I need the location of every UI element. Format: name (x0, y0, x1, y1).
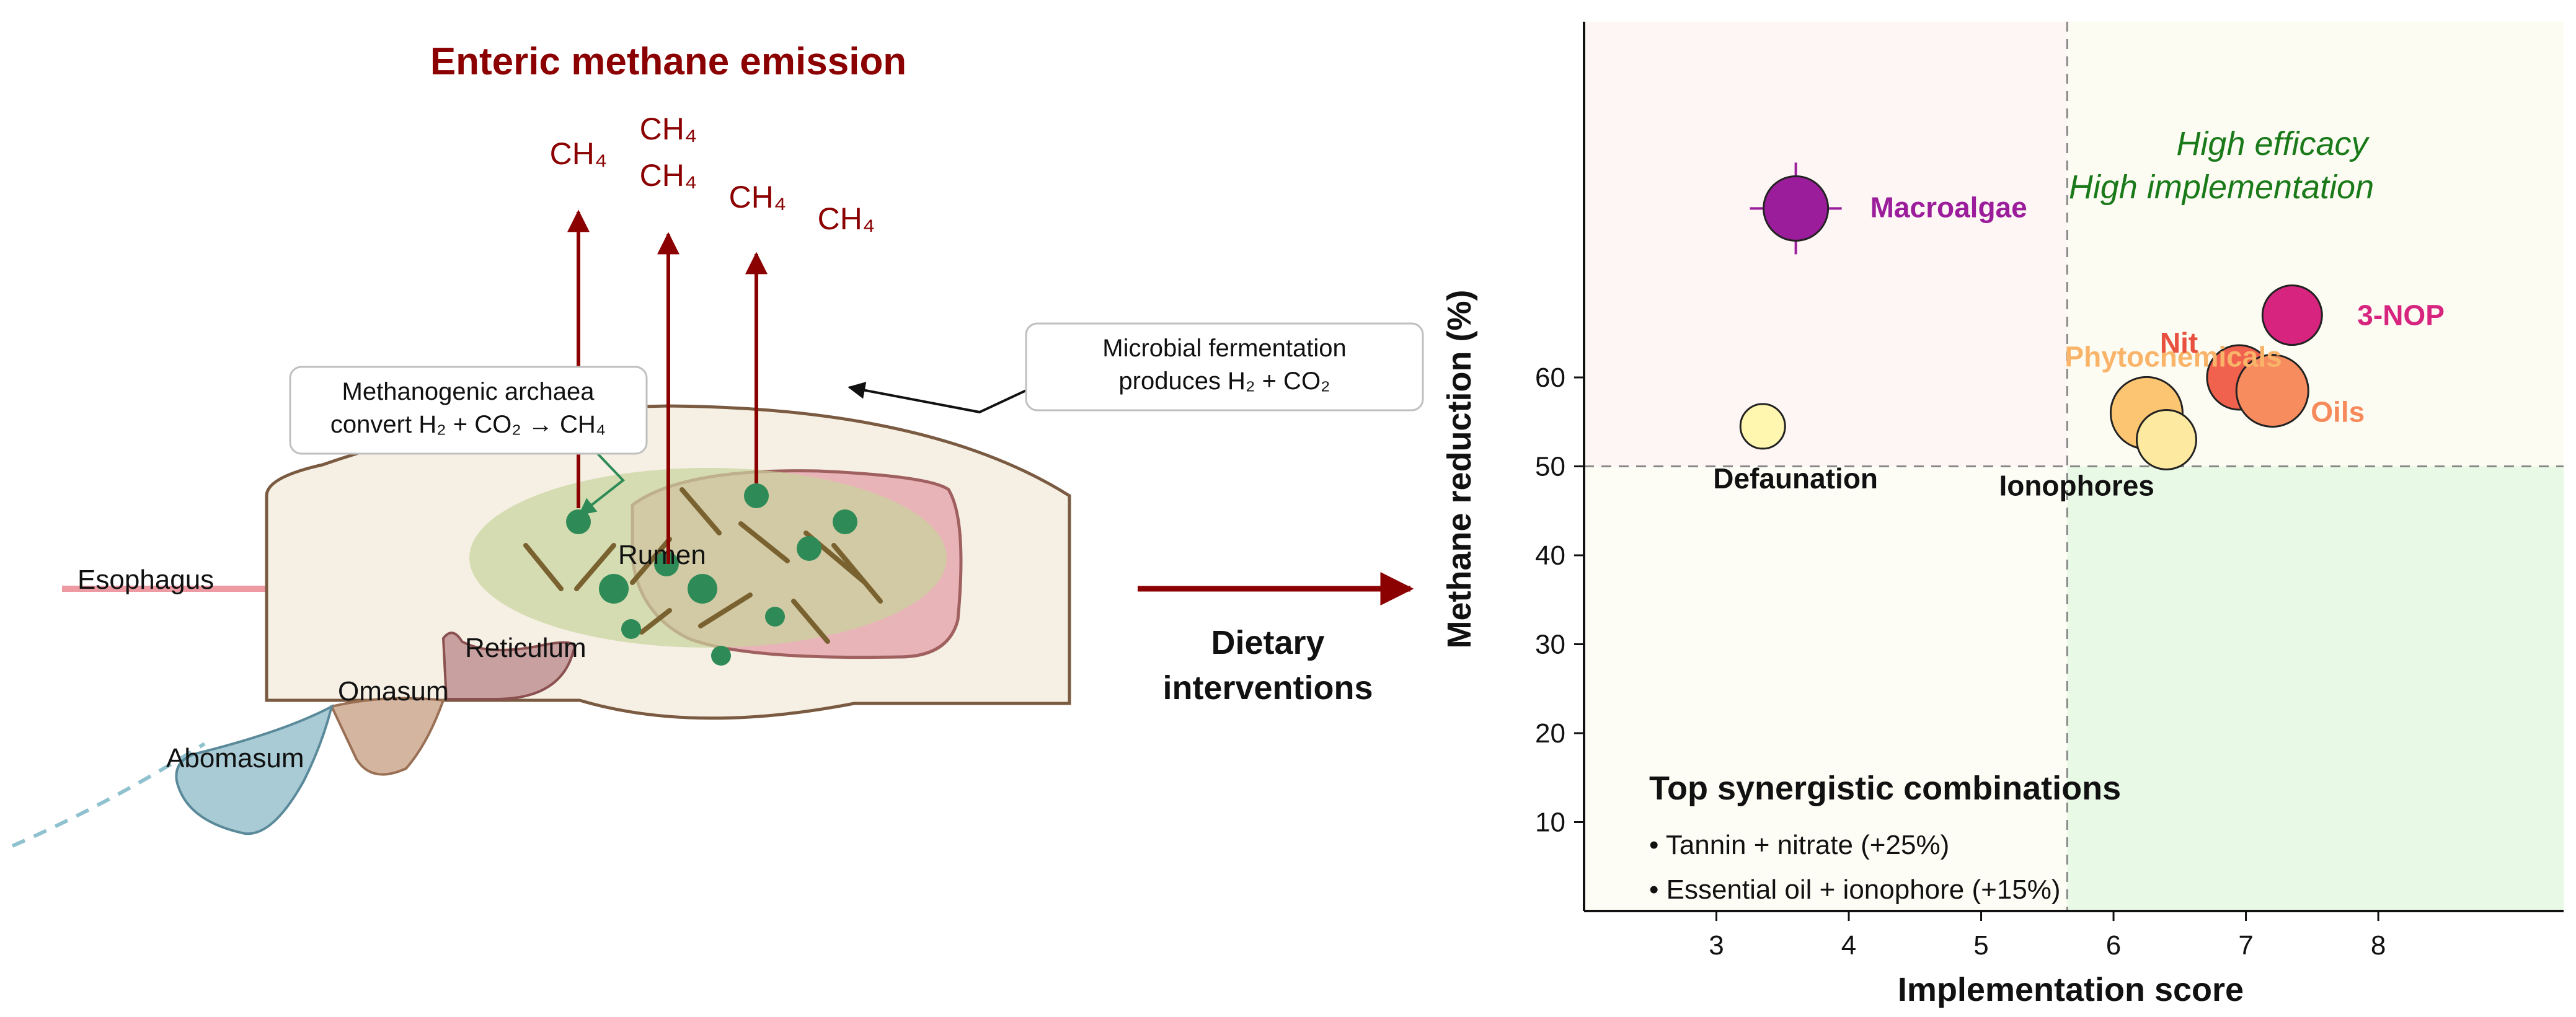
chart-quadrants (1584, 22, 2564, 911)
data-point (1763, 175, 1830, 242)
ch4-label: CH₄ (729, 180, 787, 214)
ch4-label: CH₄ (640, 158, 697, 193)
y-tick-label: 20 (1535, 718, 1565, 749)
y-tick-label: 10 (1535, 808, 1565, 838)
label-reticulum: Reticulum (465, 633, 586, 663)
threshold-lines (1584, 22, 2564, 911)
data-points (1739, 162, 2323, 470)
label-rumen: Rumen (618, 540, 706, 570)
rumen-diagram: Enteric methane emission (11, 40, 1424, 848)
intervention-label-line1: Dietary (1211, 624, 1324, 661)
data-point (2235, 354, 2309, 428)
abomasum (175, 704, 334, 835)
y-axis-ticks: 10 20 30 40 50 60 (1535, 363, 1584, 838)
ch4-label: CH₄ (550, 136, 608, 171)
quadrant-upper-left (1584, 22, 2068, 467)
callout-archaea-box (289, 366, 648, 455)
data-point (1739, 403, 1786, 450)
combinations-box: Top synergistic combinations • Tannin + … (1649, 770, 2121, 905)
callout-fermentation-line2: produces H₂ + CO₂ (1118, 368, 1330, 395)
intestine-line (11, 742, 206, 848)
label-esophagus: Esophagus (77, 565, 214, 595)
combination-item: • Essential oil + ionophore (+15%) (1649, 874, 2061, 905)
point-label: 3-NOP (2357, 299, 2445, 332)
ch4-label: CH₄ (818, 201, 875, 236)
y-tick-label: 60 (1535, 363, 1565, 393)
y-tick-label: 40 (1535, 540, 1565, 571)
x-tick-label: 7 (2238, 930, 2253, 961)
x-axis-ticks: 3 4 5 6 7 8 (1709, 911, 2386, 961)
point-label: Defaunation (1713, 462, 1878, 495)
combinations-title: Top synergistic combinations (1649, 770, 2121, 807)
callout-fermentation-box (1025, 322, 1424, 412)
x-axis-label: Implementation score (1898, 971, 2244, 1008)
methane-arrows (567, 209, 768, 564)
diagram-title: Enteric methane emission (430, 40, 906, 83)
quadrant-label-line2: High implementation (2069, 169, 2374, 206)
label-abomasum: Abomasum (166, 743, 304, 773)
callout-fermentation-line1: Microbial fermentation (1102, 335, 1347, 362)
point-label: Macroalgae (1870, 191, 2027, 223)
data-point (2261, 284, 2323, 346)
callout-archaea-line1: Methanogenic archaea (342, 378, 595, 405)
callout-archaea: Methanogenic archaea convert H₂ + CO₂ → … (289, 366, 648, 516)
callout-fermentation: Microbial fermentation produces H₂ + CO₂ (848, 322, 1424, 414)
quadrant-lower-right (2067, 466, 2564, 911)
x-tick-label: 5 (1973, 930, 1988, 961)
intervention-label-line2: interventions (1162, 669, 1373, 707)
point-label: Ionophores (1999, 469, 2154, 501)
reticulum (441, 632, 576, 700)
point-label: Oils (2311, 396, 2365, 428)
y-tick-label: 30 (1535, 630, 1565, 660)
point-label: Nit (2160, 327, 2198, 359)
quadrant-lower-left (1584, 466, 2068, 911)
callout-archaea-line2: convert H₂ + CO₂ → CH₄ (330, 411, 606, 438)
x-tick-label: 6 (2106, 930, 2121, 961)
x-tick-label: 4 (1841, 930, 1856, 961)
label-omasum: Omasum (338, 676, 448, 707)
microbe-cells (566, 483, 857, 666)
intervention-arrow: Dietary interventions (1138, 572, 1414, 707)
x-tick-label: 8 (2371, 930, 2386, 961)
x-tick-label: 3 (1709, 930, 1724, 961)
ch4-label: CH₄ (640, 112, 697, 146)
point-label: Phytochemicals (2065, 340, 2282, 372)
scatter-chart: 3 4 5 6 7 8 10 20 30 40 50 60 MacroalgaeDefaunatio… (1441, 22, 2564, 1008)
quadrant-label-line1: High efficacy (2176, 125, 2370, 162)
callout-fermentation-pointer (848, 381, 1027, 414)
y-axis-label: Methane reduction (%) (1441, 289, 1478, 648)
data-point (2135, 408, 2197, 470)
y-tick-label: 50 (1535, 452, 1565, 482)
omasum (330, 697, 445, 776)
methane-labels: CH₄ CH₄ CH₄ CH₄ CH₄ (550, 112, 875, 236)
combination-item: • Tannin + nitrate (+25%) (1649, 830, 1949, 860)
